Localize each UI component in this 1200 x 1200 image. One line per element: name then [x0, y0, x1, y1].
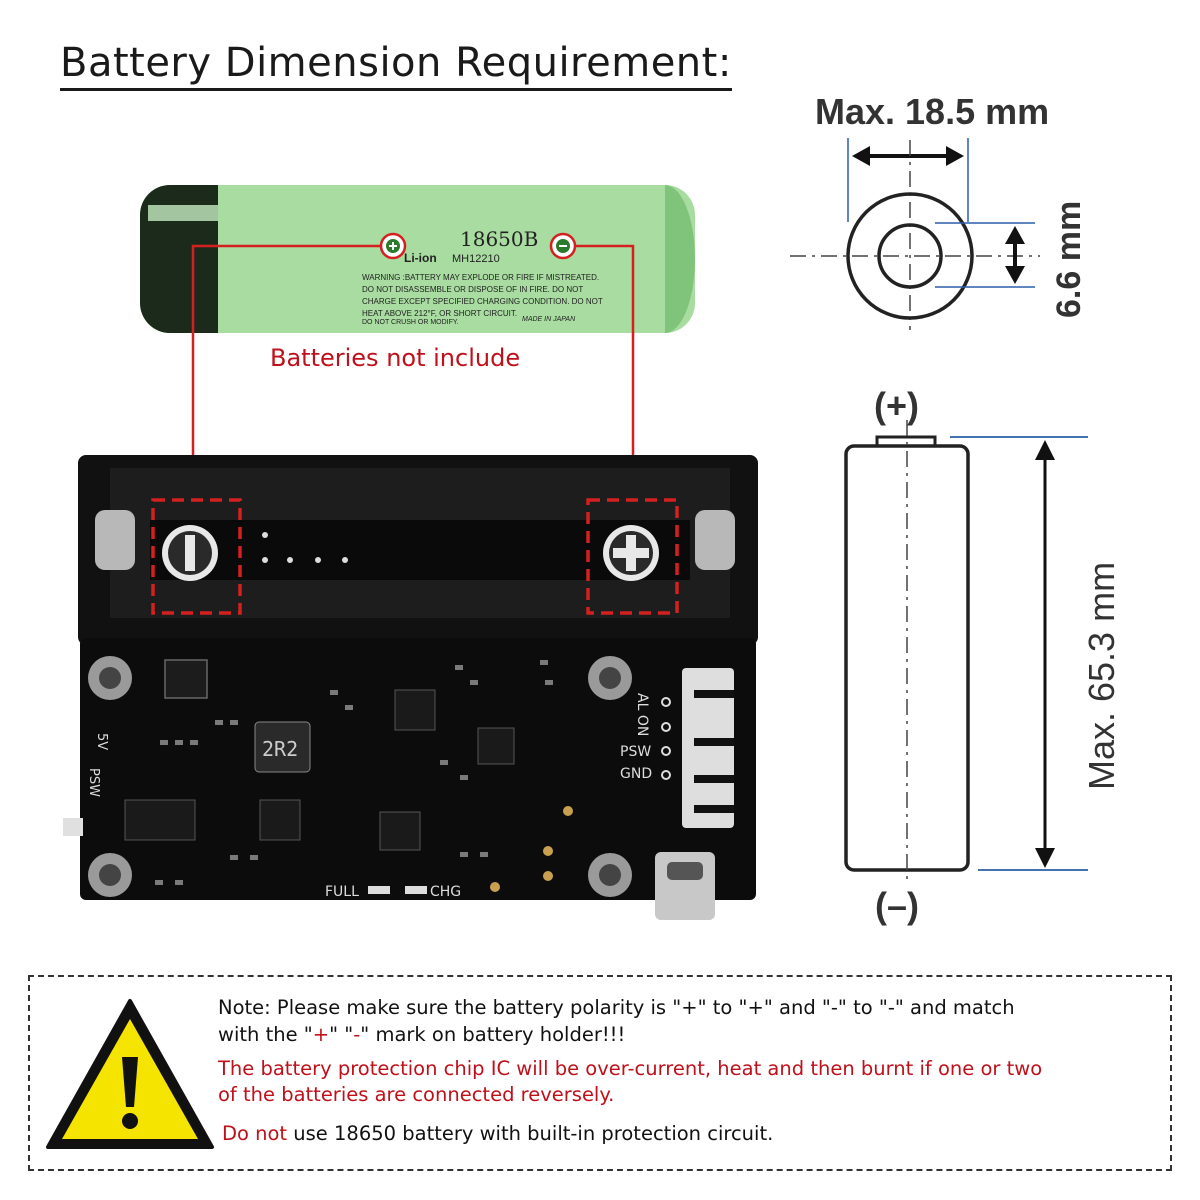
dim-arrow-icon	[946, 146, 964, 166]
battery-diagram: 18650B Li-ion MH12210 WARNING :BATTERY M…	[63, 91, 1122, 926]
battery-warning-5: DO NOT CRUSH OR MODIFY.	[362, 319, 459, 326]
label-psw: PSW	[86, 768, 101, 797]
ic-chip	[394, 689, 436, 731]
battery-origin: MADE IN JAPAN	[522, 316, 576, 323]
diameter-label: Max. 18.5 mm	[815, 91, 1049, 132]
note-line-1: Note: Please make sure the battery polar…	[218, 996, 1015, 1019]
psw-switch	[63, 818, 83, 836]
battery-18650: 18650B Li-ion MH12210 WARNING :BATTERY M…	[140, 185, 695, 333]
led-label-chg: CHG	[430, 884, 461, 900]
plus-label: (+)	[874, 385, 919, 426]
ic-chip	[124, 799, 196, 841]
ic-chip	[477, 727, 515, 765]
pin-label-gnd: GND	[620, 766, 652, 782]
ic-chip	[164, 659, 208, 699]
warning-triangle-icon	[46, 999, 214, 1149]
battery-code: MH12210	[452, 253, 500, 265]
note-line-2-part: " mark on battery holder!!!	[360, 1023, 626, 1046]
dim-arrow-icon	[1005, 226, 1025, 244]
note-line-2-part: " "	[329, 1023, 354, 1046]
battery-warning-1: WARNING :BATTERY MAY EXPLODE OR FIRE IF …	[362, 273, 599, 282]
label-5v: 5V	[94, 733, 109, 750]
battery-plus-marker-icon	[379, 232, 407, 260]
inductor	[254, 721, 311, 773]
ic-chip	[379, 811, 421, 851]
battery-minus-marker-icon	[549, 232, 577, 260]
plus-highlight-box	[586, 498, 679, 615]
note-last-line-rest: use 18650 battery with built-in protecti…	[287, 1122, 774, 1145]
battery-warning-4: HEAT ABOVE 212°F, OR SHORT CIRCUIT.	[362, 309, 517, 318]
inductor-label: 2R2	[262, 737, 298, 761]
minus-highlight-box	[151, 498, 242, 615]
holder-minus-mark-icon	[162, 525, 218, 581]
led-full	[368, 886, 390, 894]
batteries-not-included-text: Batteries not include	[270, 344, 521, 372]
battery-warning-3: CHARGE EXCEPT SPECIFIED CHARGING CONDITI…	[362, 297, 603, 306]
note-box	[28, 975, 1172, 1171]
battery-negative-end	[140, 185, 218, 333]
minus-label: (–)	[875, 885, 919, 926]
battery-model: 18650B	[460, 227, 538, 251]
led-label-full: FULL	[325, 884, 359, 900]
led-chg	[405, 886, 427, 894]
page-title: Battery Dimension Requirement:	[60, 40, 732, 91]
pin-label-psw: PSW	[620, 744, 651, 760]
note-last-line: Do not use 18650 battery with built-in p…	[222, 1122, 773, 1145]
battery-holder	[78, 455, 758, 645]
terminal-label: 6.6 mm	[1050, 201, 1088, 318]
do-not-text: Do not	[222, 1122, 288, 1145]
battery-body	[140, 185, 695, 333]
side-view-diagram: (+) (–)	[844, 385, 1088, 926]
note-minus-mark: -	[353, 1023, 361, 1046]
note-line-2: with the "+" "-" mark on battery holder!…	[218, 1023, 625, 1046]
note-line-2-part: with the "	[218, 1023, 313, 1046]
pin-header	[661, 668, 734, 828]
dim-arrow-icon	[852, 146, 870, 166]
dim-arrow-icon	[1035, 440, 1055, 460]
battery-type: Li-ion	[404, 251, 437, 265]
note-plus-mark: +	[312, 1023, 330, 1046]
pin-label-al-on: AL ON	[634, 693, 650, 736]
pcb-board: 2R2	[63, 638, 756, 920]
warning-line-2: of the batteries are connected reversely…	[218, 1083, 615, 1106]
ic-chip	[259, 799, 301, 841]
battery-warning-2: DO NOT DISASSEMBLE OR DISPOSE OF IN FIRE…	[362, 285, 583, 294]
length-label: Max. 65.3 mm	[1081, 562, 1122, 790]
warning-line-1: The battery protection chip IC will be o…	[218, 1057, 1043, 1080]
holder-plus-mark-icon	[603, 525, 659, 581]
end-view-diagram	[790, 138, 1040, 330]
right-spring-contact	[695, 510, 735, 570]
left-spring-contact	[95, 510, 135, 570]
dim-arrow-icon	[1005, 266, 1025, 284]
polarity-guide-lines	[191, 244, 635, 492]
dim-arrow-icon	[1035, 848, 1055, 868]
